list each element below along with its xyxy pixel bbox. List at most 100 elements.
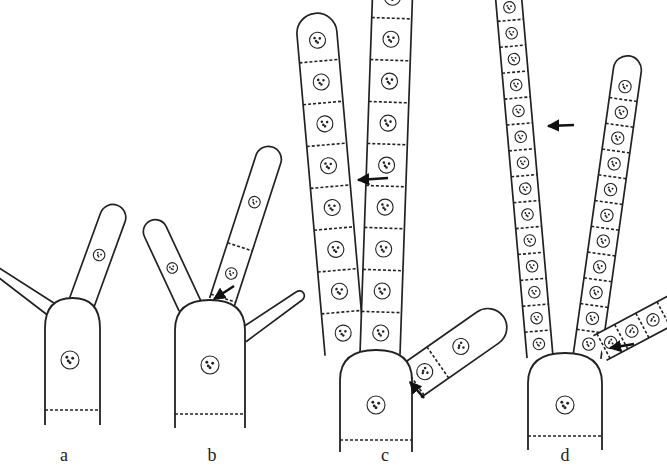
chromatin-dot: [600, 238, 602, 240]
nucleus: [92, 248, 107, 263]
cross-wall: [518, 252, 544, 254]
chromatin-dot: [255, 200, 257, 202]
chromatin-dot: [377, 402, 380, 405]
nucleus: [367, 396, 385, 414]
chromatin-dot: [340, 288, 343, 291]
chromatin-dot: [560, 401, 563, 404]
chromatin-dot: [623, 86, 625, 88]
basal-cell: [528, 353, 602, 450]
chromatin-dot: [322, 123, 325, 126]
chromatin-dot: [514, 85, 516, 87]
cross-wall: [340, 439, 412, 441]
figure-label: a: [60, 446, 68, 464]
nucleus: [526, 260, 538, 272]
cross-wall: [507, 123, 533, 125]
chromatin-dot: [507, 7, 509, 9]
cross-wall: [609, 98, 637, 102]
chromatin-dot: [229, 270, 231, 272]
cross-wall: [516, 226, 542, 228]
cross-wall: [588, 252, 616, 256]
cross-wall: [366, 185, 406, 186]
chromatin-dot: [604, 239, 606, 241]
chromatin-dot: [387, 35, 390, 38]
chromatin-dot: [520, 160, 522, 162]
chromatin-dot: [207, 364, 210, 367]
chromatin-dot: [604, 212, 606, 214]
chromatin-dot: [329, 207, 332, 210]
pointer-arrow: [358, 178, 388, 180]
nucleus: [503, 1, 515, 13]
chromatin-dot: [382, 330, 385, 333]
basal-cell: [45, 298, 100, 425]
nucleus: [201, 356, 219, 374]
chromatin-dot: [329, 163, 332, 166]
chromatin-dot: [388, 39, 391, 42]
nucleus: [515, 131, 527, 143]
chromatin-dot: [619, 112, 621, 114]
chromatin-dot: [317, 79, 320, 82]
chromatin-dot: [610, 338, 613, 341]
cross-wall: [303, 101, 343, 104]
nucleus: [666, 300, 667, 317]
chromatin-dot: [631, 327, 634, 330]
chromatin-dot: [611, 342, 614, 345]
chromatin-dot: [384, 119, 387, 122]
chromatin-dot: [615, 135, 617, 137]
chromatin-dot: [340, 333, 343, 336]
cell-wall: [45, 298, 100, 425]
chromatin-dot: [344, 330, 347, 333]
cell-wall: [573, 54, 643, 359]
cross-wall: [520, 278, 546, 280]
chromatin-dot: [618, 109, 620, 111]
chromatin-dot: [516, 111, 518, 113]
chromatin-dot: [462, 346, 466, 350]
chromatin-dot: [506, 5, 508, 7]
chromatin-dot: [169, 266, 171, 268]
chromatin-dot: [632, 331, 635, 334]
cross-wall: [584, 278, 612, 282]
cross-wall: [361, 311, 401, 312]
chromatin-dot: [335, 288, 338, 291]
nucleus: [324, 199, 341, 216]
chromatin-dot: [527, 238, 529, 240]
cross-wall: [595, 201, 623, 205]
nucleus: [623, 323, 640, 340]
chromatin-dot: [522, 186, 524, 188]
chromatin-dot: [654, 320, 657, 323]
nucleus: [335, 324, 352, 341]
nucleus: [372, 325, 389, 342]
cross-wall: [636, 313, 649, 338]
chromatin-dot: [205, 361, 208, 364]
nucleus: [533, 338, 545, 350]
cross-wall: [598, 175, 626, 179]
chromatin-dot: [535, 318, 537, 320]
chromatin-dot: [100, 253, 102, 255]
nucleus: [374, 283, 391, 300]
chromatin-dot: [594, 292, 596, 294]
nucleus: [165, 261, 179, 275]
cross-wall: [321, 310, 361, 313]
chromatin-dot: [619, 136, 621, 138]
nucleus: [596, 234, 610, 248]
chromatin-dot: [170, 268, 172, 270]
nucleus: [508, 53, 520, 65]
chromatin-dot: [333, 249, 336, 252]
chromatin-dot: [211, 362, 214, 365]
chromatin-dot: [381, 248, 384, 251]
basal-cell: [175, 300, 245, 428]
chromatin-dot: [526, 186, 528, 188]
cross-wall: [318, 269, 358, 272]
chromatin-dot: [252, 201, 254, 203]
chromatin-dot: [529, 264, 531, 266]
chromatin-dot: [379, 290, 382, 293]
nucleus: [505, 27, 517, 39]
cross-wall: [372, 18, 412, 19]
chromatin-dot: [232, 272, 234, 274]
cell-wall: [210, 143, 285, 306]
chromatin-dot: [652, 316, 655, 319]
chromatin-dot: [378, 287, 381, 290]
chromatin-dot: [385, 123, 388, 126]
nucleus: [375, 241, 392, 258]
cross-wall: [498, 19, 524, 21]
